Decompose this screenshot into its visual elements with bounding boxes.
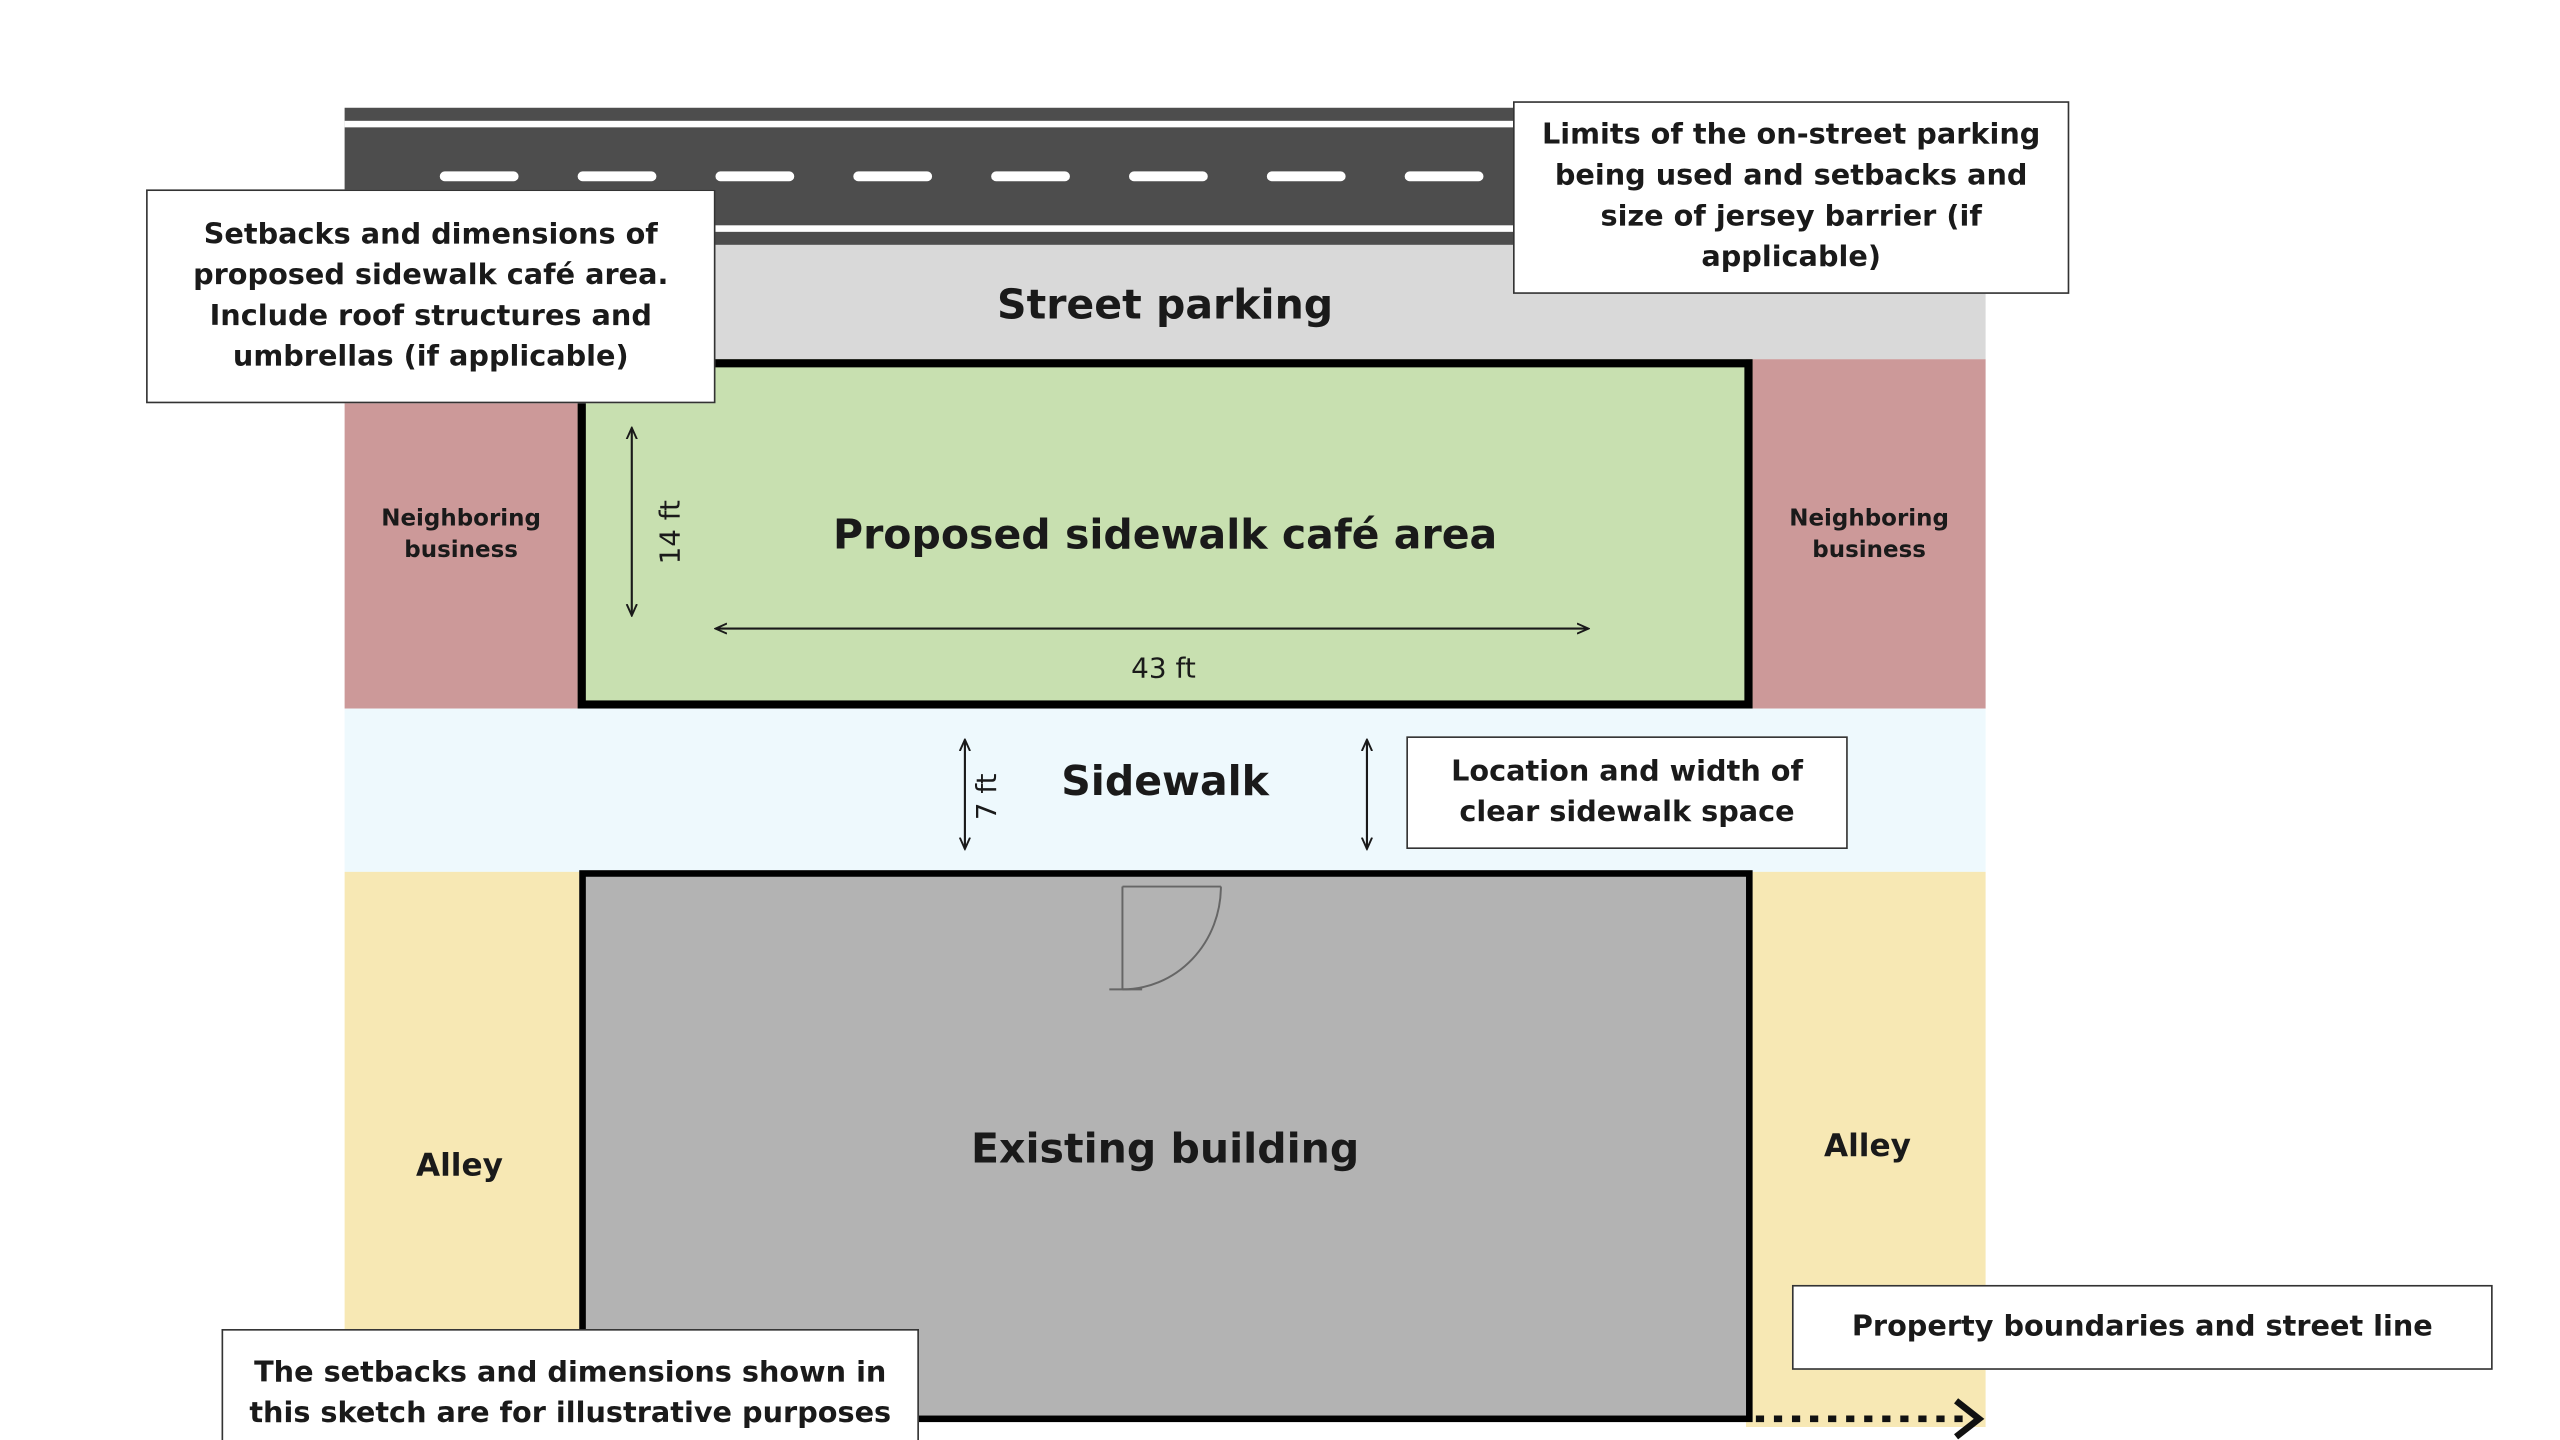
- cafe-depth-text: 14 ft: [653, 500, 686, 564]
- property-boundary-arrowhead: [1954, 1398, 1985, 1440]
- existing-building-label: Existing building: [971, 1124, 1360, 1172]
- disclaimer-callout: The setbacks and dimensions shown in thi…: [221, 1329, 919, 1440]
- door-icon: [1109, 885, 1222, 991]
- proposed-cafe-area: [577, 359, 1753, 709]
- neighboring-business-left: [344, 359, 583, 709]
- property-boundaries-callout: Property boundaries and street line: [1791, 1284, 2493, 1370]
- cafe-width-text: 43 ft: [1131, 652, 1196, 685]
- proposed-cafe-area-label: Proposed sidewalk café area: [833, 510, 1498, 558]
- alley-right-label: Alley: [1823, 1128, 1911, 1165]
- neighboring-business-left-label: Neighboring business: [381, 506, 541, 564]
- street-parking-label: Street parking: [997, 280, 1334, 328]
- road-edge-line-bottom: [344, 225, 1518, 232]
- setbacks-callout: Setbacks and dimensions of proposed side…: [146, 189, 716, 404]
- parking-limits-callout: Limits of the on-street parking being us…: [1513, 101, 2070, 294]
- neighboring-business-right: [1746, 359, 1986, 709]
- sidewalk-label: Sidewalk: [1061, 756, 1269, 805]
- clear-sidewalk-callout: Location and width of clear sidewalk spa…: [1406, 736, 1848, 850]
- alley-left-label: Alley: [415, 1147, 503, 1184]
- road-center-dashes: [345, 171, 1518, 184]
- neighboring-business-right-label: Neighboring business: [1789, 506, 1949, 564]
- road-edge-line-top: [344, 120, 1518, 128]
- clear-sidewalk-text: 7 ft: [970, 773, 1003, 820]
